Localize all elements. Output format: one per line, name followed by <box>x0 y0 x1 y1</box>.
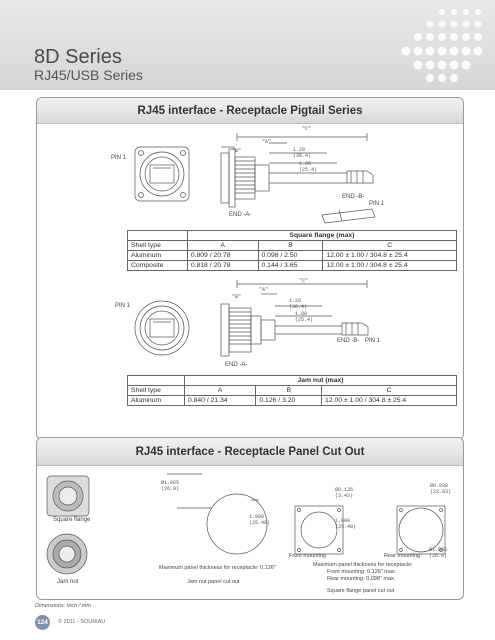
col-a: A <box>186 240 259 251</box>
dim: (25.40) <box>249 520 271 526</box>
pin1-label-right-2: PIN 1 <box>365 338 381 344</box>
square-note-1: Maximum panel thickness for receptacle: <box>313 562 413 568</box>
col-a: A <box>183 385 257 396</box>
cell: Aluminum <box>127 250 188 261</box>
dim: (3.43) <box>335 493 354 499</box>
cell: 12.00 ± 1.00 / 304.8 ± 25.4 <box>322 260 457 271</box>
dim: Ø0.135 <box>335 487 354 493</box>
table-heading: Square flange (max) <box>186 230 458 241</box>
dim: 1.000 <box>249 514 265 520</box>
dim: (26.0) <box>161 486 180 492</box>
table-header-row: Shell type A B C <box>127 240 457 251</box>
cell: 0.809 / 20.78 <box>186 250 259 261</box>
cell: 0.126 / 3.20 <box>255 395 323 406</box>
end-b-label: END -B- <box>342 194 365 200</box>
cutout-panel: RJ45 interface - Receptacle Panel Cut Ou… <box>36 437 464 600</box>
decorative-dots <box>401 9 483 82</box>
front-mounting-label: Front mounting <box>289 553 326 559</box>
pigtail-panel: RJ45 interface - Receptacle Pigtail Seri… <box>36 97 464 440</box>
square-cut-label: Square flange panel cut out <box>327 588 395 594</box>
cell: 12.00 ± 1.00 / 304.8 ± 25.4 <box>322 250 457 261</box>
dim: Ø0.938 <box>430 483 449 489</box>
pin1-label-left-2: PIN 1 <box>115 303 131 309</box>
dim: (26.0) <box>429 553 448 559</box>
jam-nut-cut-label: Jam nut panel cut out <box>187 579 240 585</box>
square-flange-label: Square flange <box>53 517 91 523</box>
jam-nut-note: Maximum panel thickness for receptacle: … <box>159 565 276 571</box>
dim: (23.83) <box>430 489 452 495</box>
dim-1-00: 1.00 <box>299 161 312 167</box>
square-note-3: Rear mounting: 0.098" max. <box>327 576 396 582</box>
dim-b: "B" <box>232 148 242 154</box>
pigtail-drawing-2 <box>134 280 369 357</box>
page-number: 124 <box>35 615 50 630</box>
dimensions-note: Dimensions: Inch / mm <box>35 603 91 609</box>
dim-1-20-2: 1.20 <box>289 298 302 304</box>
table-row: Aluminum 0.840 / 21.34 0.126 / 3.20 12.0… <box>127 395 457 406</box>
col-b: B <box>257 240 324 251</box>
pigtail-drawing-1 <box>134 133 376 224</box>
page-subtitle: RJ45/USB Series <box>34 67 143 83</box>
dim-c-2: "C" <box>299 278 309 284</box>
cutout-panel-title: RJ45 interface - Receptacle Panel Cut Ou… <box>37 438 463 466</box>
cell: 0.098 / 2.50 <box>257 250 324 261</box>
dim-c: "C" <box>302 126 312 132</box>
dim-30-4-2: (30.4) <box>289 304 308 310</box>
square-note-2: Front mounting: 0.126" max. <box>327 569 397 575</box>
pigtail-panel-title: RJ45 interface - Receptacle Pigtail Seri… <box>37 98 463 124</box>
dim: 1.000 <box>335 518 351 524</box>
dim: Ø1.065 <box>161 480 180 486</box>
col-b: B <box>255 385 323 396</box>
end-a-label-2: END -A- <box>225 362 248 368</box>
page-title: 8D Series <box>34 46 122 68</box>
dim: (25.40) <box>335 524 357 530</box>
jam-nut-label: Jam nut <box>57 579 79 585</box>
end-b-label-2: END -B- <box>337 338 360 344</box>
jam-nut-table: Jam nut (max) Shell type A B C Aluminum … <box>127 375 458 406</box>
cell: 0.840 / 21.34 <box>183 395 257 406</box>
dim: Ø1.065 <box>429 547 448 553</box>
square-flange-table: Square flange (max) Shell type A B C Alu… <box>127 230 458 271</box>
dim-1-00-2: 1.00 <box>295 311 308 317</box>
cell: 0.818 / 20.78 <box>186 260 259 271</box>
dim-a-2: "A" <box>259 287 269 293</box>
pin1-label-left: PIN 1 <box>111 155 127 161</box>
dim-a: "A" <box>262 139 272 145</box>
cell: Composite <box>127 260 188 271</box>
copyright: © 2011 - SOURIAU <box>58 619 106 625</box>
dim-25-4: (25.4) <box>299 167 318 173</box>
end-a-label: END -A- <box>229 212 252 218</box>
table-row: Aluminum 0.809 / 20.78 0.098 / 2.50 12.0… <box>127 250 457 261</box>
dim-b-2: "B" <box>232 294 242 300</box>
table-header-row: Shell type A B C <box>127 385 457 396</box>
col-shell-type: Shell type <box>127 240 188 251</box>
cell: 12.00 ± 1.00 / 304.8 ± 25.4 <box>321 395 457 406</box>
col-c: C <box>322 240 457 251</box>
dim-1-20: 1.20 <box>293 147 306 153</box>
header-band <box>0 0 495 90</box>
col-shell-type: Shell type <box>127 385 185 396</box>
dim-30-4: (30.4) <box>293 153 312 159</box>
dim-25-4-2: (25.4) <box>295 317 314 323</box>
cell: Aluminum <box>127 395 185 406</box>
cell: 0.144 / 3.65 <box>257 260 324 271</box>
pin1-label-right: PIN 1 <box>369 201 385 207</box>
table-heading: Jam nut (max) <box>183 375 458 386</box>
col-c: C <box>321 385 457 396</box>
table-row: Composite 0.818 / 20.78 0.144 / 3.65 12.… <box>127 260 457 271</box>
rear-mounting-label: Rear mounting <box>384 553 421 559</box>
cutout-drawings <box>46 473 446 575</box>
